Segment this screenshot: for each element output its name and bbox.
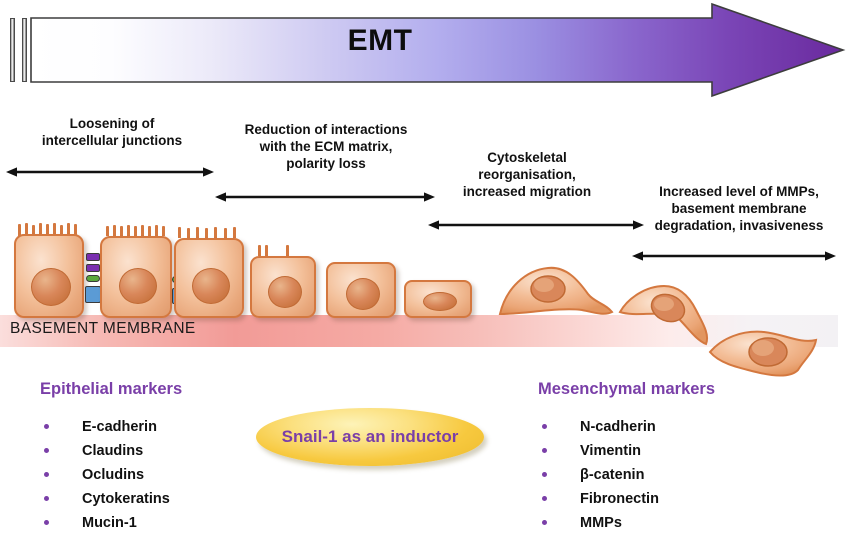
snail-1-inductor-badge: Snail-1 as an inductor bbox=[256, 408, 484, 466]
bullet-icon bbox=[542, 448, 547, 453]
stage-arrow-loosening bbox=[6, 167, 214, 177]
epithelial-cell-2 bbox=[100, 236, 172, 318]
bullet-icon bbox=[44, 520, 49, 525]
nucleus-cell-1 bbox=[31, 268, 71, 306]
stage-caption-mmp-invasion: Increased level of MMPs, basement membra… bbox=[654, 184, 824, 233]
epithelial-cell-3 bbox=[174, 238, 244, 318]
list-item: Vimentin bbox=[542, 439, 659, 463]
junction-adherens bbox=[86, 275, 100, 282]
marker-label: E-cadherin bbox=[82, 419, 157, 435]
basement-membrane-label: BASEMENT MEMBRANE bbox=[10, 320, 196, 337]
stage-arrow-ecm-reduction bbox=[215, 192, 435, 202]
mesenchymal-cell-2 bbox=[618, 284, 708, 346]
bullet-icon bbox=[44, 496, 49, 501]
marker-label: Ocludins bbox=[82, 467, 145, 483]
microvilli-cell-2 bbox=[104, 224, 172, 236]
marker-label: Cytokeratins bbox=[82, 491, 170, 507]
emt-banner-label: EMT bbox=[347, 24, 413, 57]
mesenchymal-cell-1 bbox=[498, 266, 614, 316]
mesenchymal-cell-3 bbox=[708, 330, 818, 377]
epithelial-cell-4 bbox=[250, 256, 316, 318]
nucleus-cell-6 bbox=[423, 292, 457, 311]
marker-label: β-catenin bbox=[580, 467, 645, 483]
banner-tail-bar-outer bbox=[10, 18, 15, 82]
stage-caption-ecm-reduction: Reduction of interactions with the ECM m… bbox=[244, 122, 408, 171]
nucleus-cell-2 bbox=[119, 268, 157, 304]
list-item: β-catenin bbox=[542, 463, 659, 487]
marker-label: Mucin-1 bbox=[82, 515, 137, 531]
list-item: Cytokeratins bbox=[44, 487, 170, 511]
bullet-icon bbox=[44, 448, 49, 453]
emt-arrow-shape bbox=[30, 2, 846, 98]
epithelial-cell-5 bbox=[326, 262, 396, 318]
epithelial-markers-title: Epithelial markers bbox=[40, 380, 183, 398]
microvilli-cell-4 bbox=[256, 244, 296, 256]
list-item: Fibronectin bbox=[542, 487, 659, 511]
epithelial-markers-list: E-cadherin Claudins Ocludins Cytokeratin… bbox=[44, 415, 170, 535]
bullet-icon bbox=[44, 424, 49, 429]
bullet-icon bbox=[44, 472, 49, 477]
list-item: MMPs bbox=[542, 511, 659, 535]
banner-tail-bar-inner bbox=[22, 18, 27, 82]
mesenchymal-markers-list: N-cadherin Vimentin β-catenin Fibronecti… bbox=[542, 415, 659, 535]
marker-label: Vimentin bbox=[580, 443, 641, 459]
list-item: Ocludins bbox=[44, 463, 170, 487]
bullet-icon bbox=[542, 496, 547, 501]
bullet-icon bbox=[542, 424, 547, 429]
marker-label: MMPs bbox=[580, 515, 622, 531]
mesenchymal-markers-title: Mesenchymal markers bbox=[538, 380, 716, 398]
nucleus-cell-4 bbox=[268, 276, 302, 308]
bullet-icon bbox=[542, 520, 547, 525]
snail-1-inductor-label: Snail-1 as an inductor bbox=[281, 427, 459, 446]
marker-label: Claudins bbox=[82, 443, 144, 459]
microvilli-cell-1 bbox=[16, 222, 82, 236]
stage-caption-cytoskeletal: Cytoskeletal reorganisation, increased m… bbox=[462, 150, 592, 199]
junction-tight-1 bbox=[86, 253, 100, 261]
stage-arrow-mmp-invasion bbox=[632, 251, 836, 261]
junction-tight-2 bbox=[86, 264, 100, 272]
list-item: Mucin-1 bbox=[44, 511, 170, 535]
stage-caption-loosening: Loosening of intercellular junctions bbox=[41, 116, 183, 148]
stage-arrow-cytoskeletal bbox=[428, 220, 644, 230]
marker-label: N-cadherin bbox=[580, 419, 656, 435]
nucleus-cell-5 bbox=[346, 278, 380, 310]
junction-desmosome-1 bbox=[85, 286, 101, 303]
list-item: E-cadherin bbox=[44, 415, 170, 439]
bullet-icon bbox=[542, 472, 547, 477]
microvilli-cell-3 bbox=[176, 226, 238, 238]
list-item: N-cadherin bbox=[542, 415, 659, 439]
nucleus-cell-3 bbox=[192, 268, 230, 304]
epithelial-cell-6 bbox=[404, 280, 472, 318]
epithelial-cell-1 bbox=[14, 234, 84, 318]
list-item: Claudins bbox=[44, 439, 170, 463]
marker-label: Fibronectin bbox=[580, 491, 659, 507]
emt-banner: EMT bbox=[0, 0, 850, 100]
